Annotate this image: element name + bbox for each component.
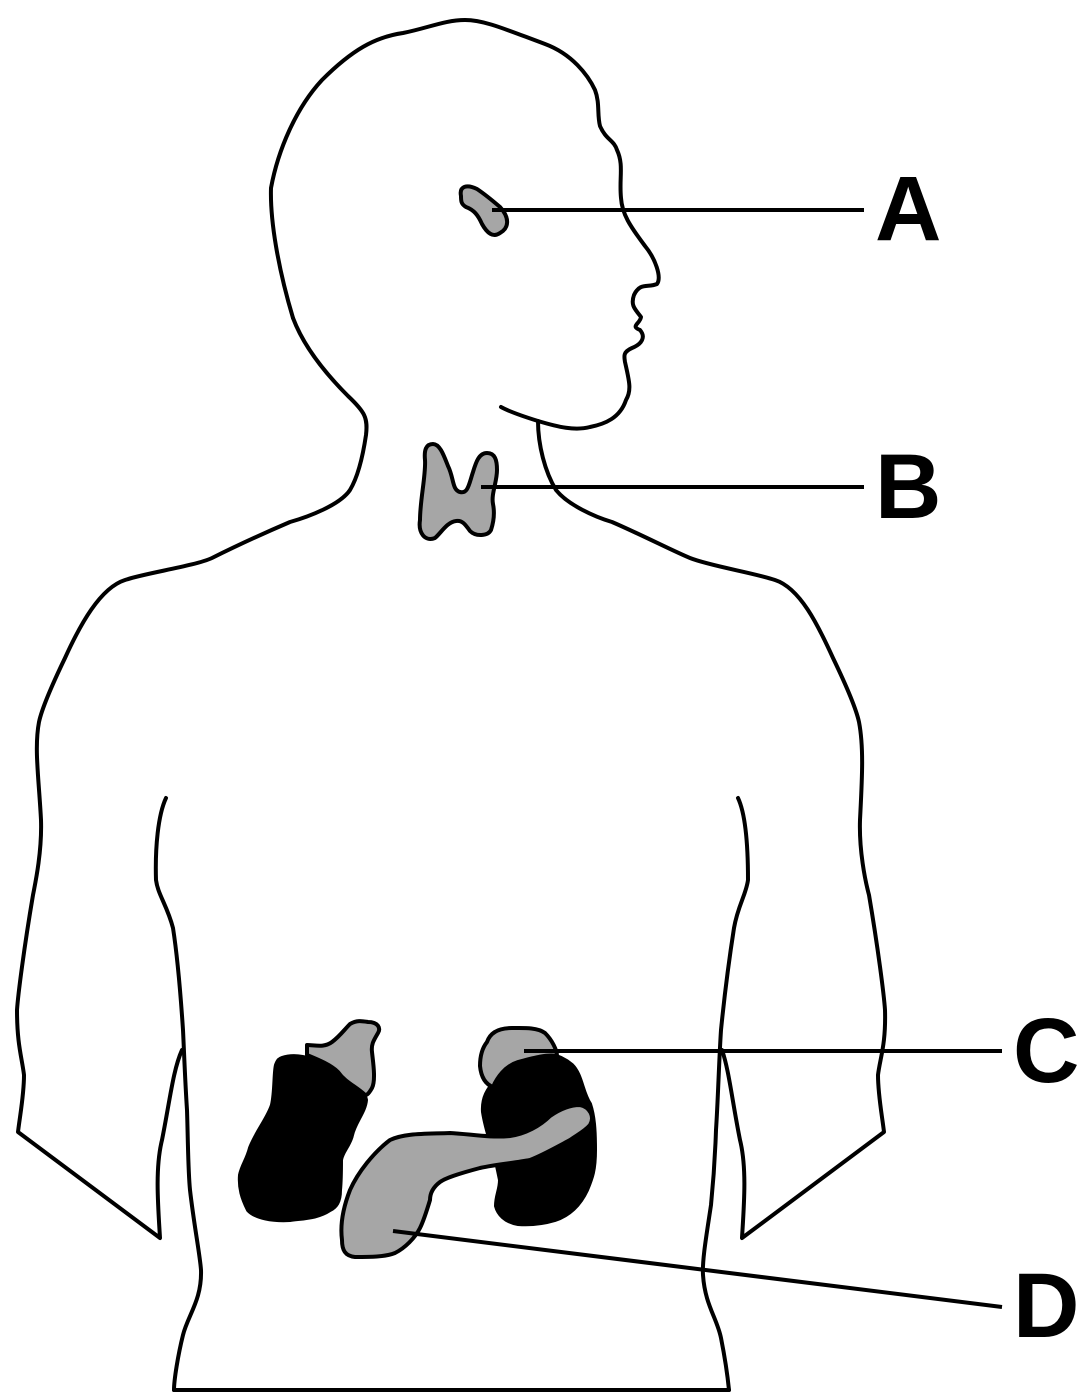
label-b: B bbox=[875, 436, 941, 538]
label-c: C bbox=[1013, 1000, 1079, 1102]
left-arm-inner-line bbox=[156, 798, 201, 1390]
right-arm-inner-line bbox=[703, 798, 748, 1390]
label-a: A bbox=[875, 158, 941, 260]
leader-line-d bbox=[393, 1231, 1002, 1307]
label-d: D bbox=[1013, 1255, 1079, 1357]
thyroid-gland bbox=[420, 444, 497, 539]
head-outline bbox=[271, 20, 659, 429]
